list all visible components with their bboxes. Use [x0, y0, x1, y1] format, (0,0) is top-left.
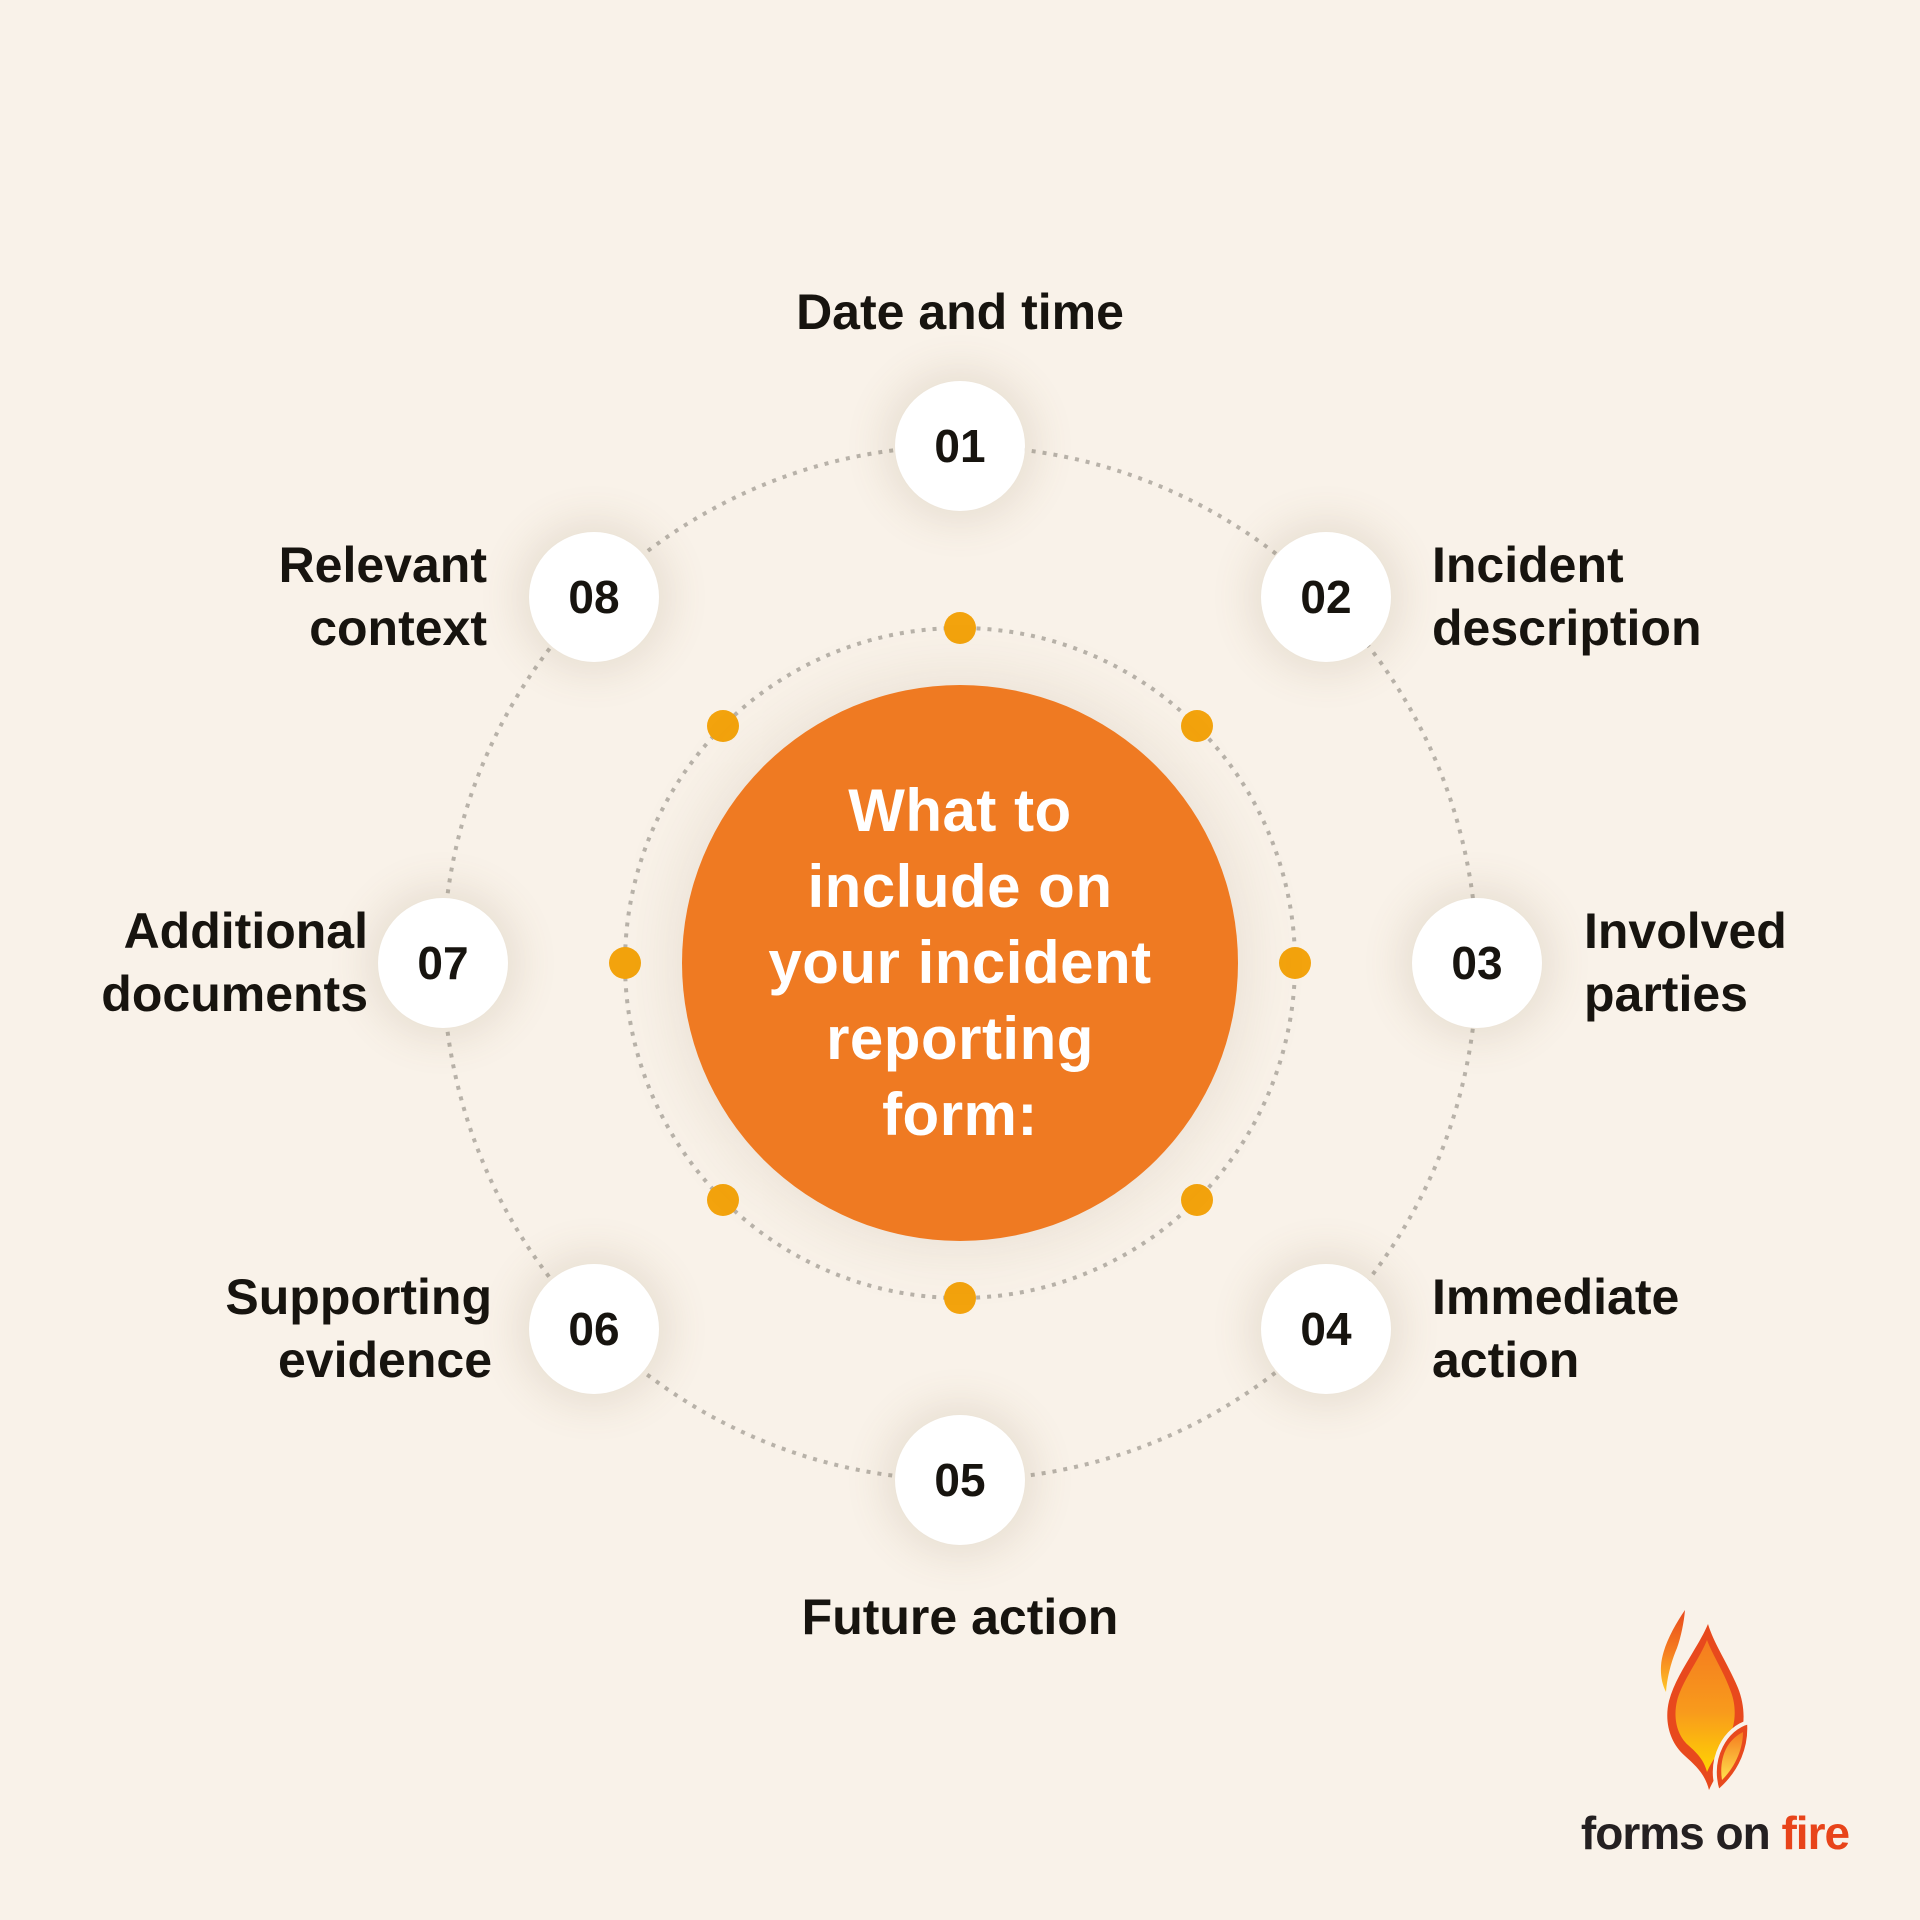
- step-number: 03: [1451, 937, 1503, 989]
- step-number: 02: [1300, 571, 1352, 623]
- brand-wordmark: forms on fire: [1500, 1806, 1920, 1860]
- inner-ring-dot-sw: [707, 1184, 739, 1216]
- center-title: What to include on your incident reporti…: [768, 773, 1151, 1153]
- step-circle-04: 04: [1261, 1264, 1391, 1394]
- step-number: 01: [934, 420, 986, 472]
- flame-body-inner: [1675, 1640, 1735, 1772]
- brand-name-dark: forms on: [1580, 1807, 1771, 1859]
- flame-petal-inner: [1721, 1732, 1743, 1780]
- step-label-relevant-context: Relevant context: [278, 537, 487, 656]
- center-title-line: reporting: [826, 1005, 1094, 1072]
- inner-ring-dot-nw: [707, 710, 739, 742]
- step-circle-07: 07: [378, 898, 508, 1028]
- step-number: 06: [568, 1303, 620, 1355]
- inner-ring-dot-se: [1181, 1184, 1213, 1216]
- brand-name-accent: fire: [1781, 1807, 1850, 1859]
- step-circle-01: 01: [895, 381, 1025, 511]
- center-circle: What to include on your incident reporti…: [682, 685, 1238, 1241]
- center-title-line: What to: [848, 777, 1072, 844]
- center-title-line: form:: [882, 1081, 1038, 1148]
- step-circle-05: 05: [895, 1415, 1025, 1545]
- step-number: 04: [1300, 1303, 1352, 1355]
- inner-ring-dot-ne: [1181, 710, 1213, 742]
- flame-icon: [1660, 1610, 1752, 1796]
- step-circle-08: 08: [529, 532, 659, 662]
- center-title-line: your incident: [768, 929, 1152, 996]
- step-label-additional-documents: Additional documents: [101, 903, 368, 1022]
- step-label-involved-parties: Involved parties: [1584, 903, 1787, 1022]
- inner-ring-dots: [609, 612, 1311, 1314]
- step-number: 08: [568, 571, 620, 623]
- step-circle-02: 02: [1261, 532, 1391, 662]
- inner-ring-dot-w: [609, 947, 641, 979]
- center-title-line: include on: [807, 853, 1113, 920]
- step-label-date-and-time: Date and time: [796, 284, 1124, 340]
- step-label-future-action: Future action: [801, 1589, 1119, 1645]
- step-number: 05: [934, 1454, 986, 1506]
- inner-ring-dot-n: [944, 612, 976, 644]
- flame-sliver: [1660, 1610, 1685, 1692]
- step-circle-03: 03: [1412, 898, 1542, 1028]
- step-number: 07: [417, 937, 469, 989]
- step-label-immediate-action: Immediate action: [1432, 1269, 1680, 1388]
- inner-ring-dot-e: [1279, 947, 1311, 979]
- step-circle-06: 06: [529, 1264, 659, 1394]
- inner-ring-dot-s: [944, 1282, 976, 1314]
- step-label-supporting-evidence: Supporting evidence: [225, 1269, 492, 1388]
- step-label-incident-description: Incident description: [1432, 537, 1702, 656]
